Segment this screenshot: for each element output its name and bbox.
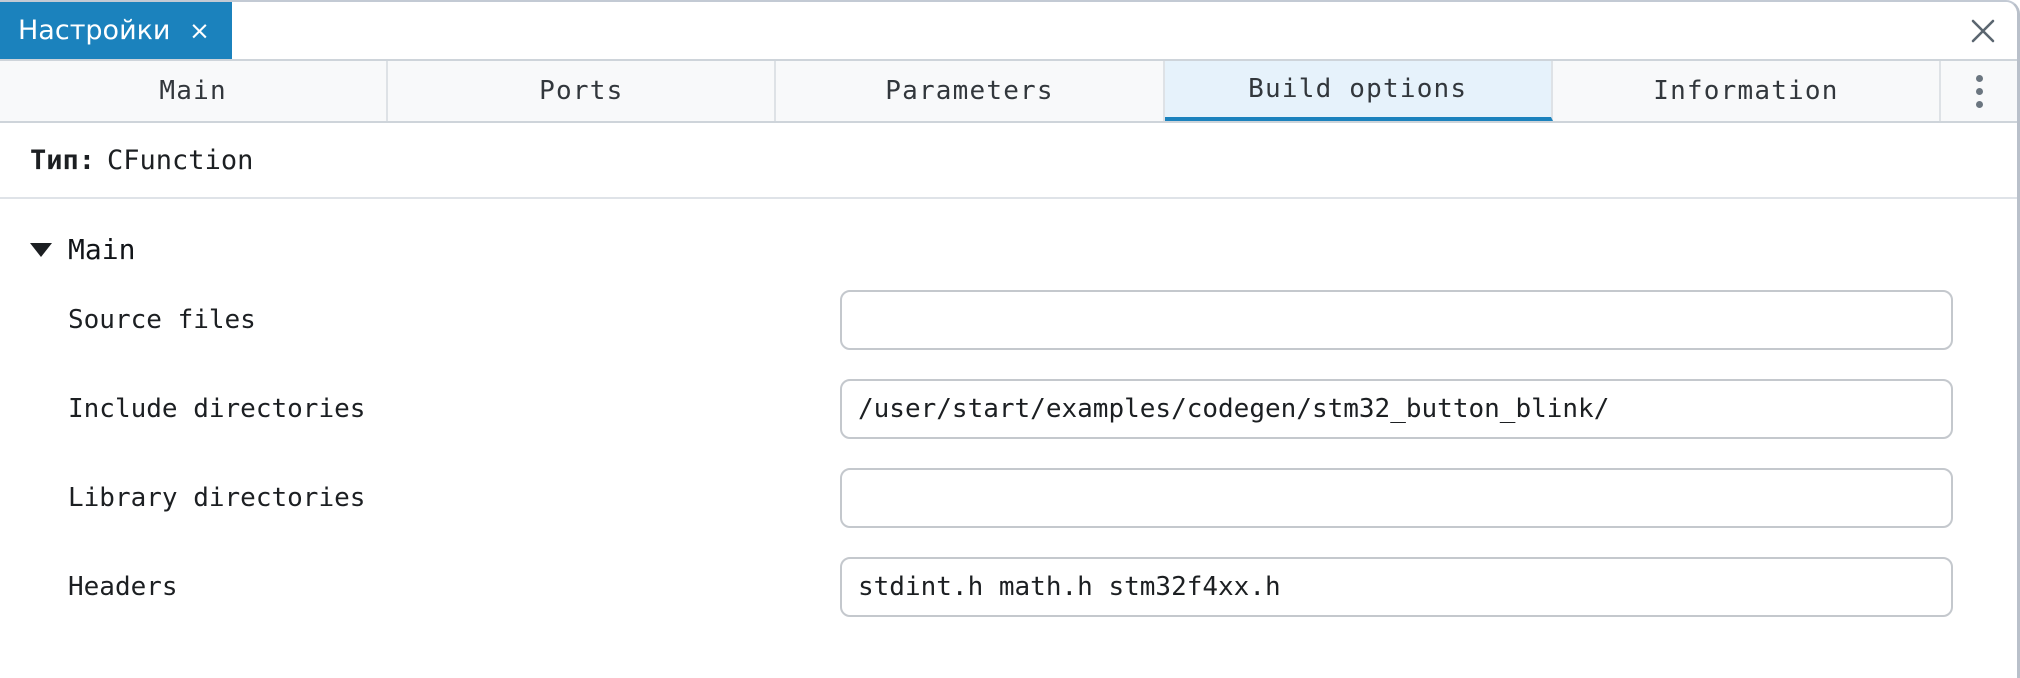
tab-label: Main [159,76,227,106]
window-tab-label: Настройки [18,15,171,46]
type-label: Тип: [30,144,96,176]
field-row-headers: Headers [0,553,2017,620]
library-directories-input[interactable] [840,467,1953,528]
tab-label: Information [1653,76,1839,106]
tab-parameters[interactable]: Parameters [776,61,1165,121]
tab-label: Parameters [885,76,1054,106]
source-files-input[interactable] [840,289,1953,350]
close-icon[interactable] [1965,13,2001,49]
field-row-source-files: Source files [0,286,2017,353]
tab-ports[interactable]: Ports [388,61,777,121]
section-tabbar: Main Ports Parameters Build options Info… [0,59,2017,123]
tab-main[interactable]: Main [0,61,389,121]
kebab-menu-icon[interactable] [1941,61,2017,121]
type-row: Тип: CFunction [0,123,2017,199]
field-label: Headers [68,571,178,602]
group-header-main[interactable]: Main [0,207,2017,272]
field-label: Library directories [68,482,366,513]
tab-label: Ports [539,76,624,106]
field-label: Include directories [68,393,366,424]
kebab-dots [1975,74,1983,108]
window-tab-settings[interactable]: Настройки × [0,2,233,59]
build-options-content: Main Source files Include directories Li… [0,199,2017,620]
tab-information[interactable]: Information [1552,61,1942,121]
field-row-library-directories: Library directories [0,464,2017,531]
headers-input[interactable] [840,556,1953,617]
field-label: Source files [68,304,256,335]
tab-label: Build options [1248,74,1468,104]
include-directories-input[interactable] [840,378,1953,439]
field-row-include-directories: Include directories [0,375,2017,442]
tab-build-options[interactable]: Build options [1164,61,1553,121]
fields-list: Source files Include directories Library… [0,272,2017,620]
caret-down-icon[interactable] [30,242,52,257]
type-value: CFunction [107,144,254,176]
window-tab-close-icon[interactable]: × [189,16,210,45]
group-title: Main [68,233,136,266]
window-tabstrip: Настройки × [0,2,2017,59]
